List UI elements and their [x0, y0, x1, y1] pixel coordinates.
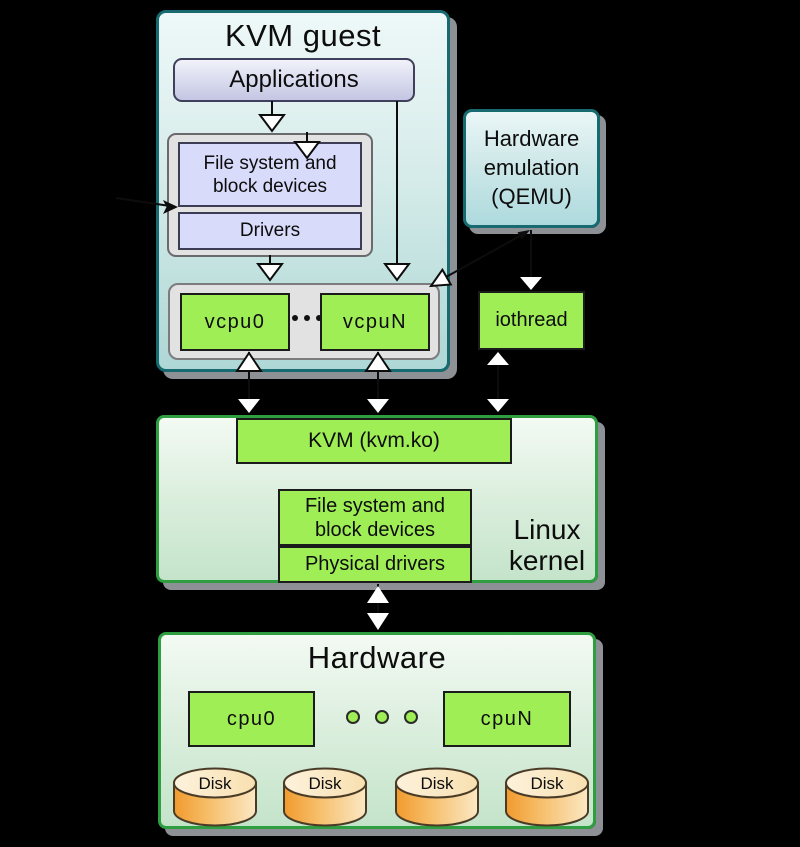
qemu-label-line3: (QEMU): [491, 184, 572, 209]
linux-kernel-title: Linux kernel: [492, 514, 602, 576]
hardware-title: Hardware: [307, 640, 447, 675]
vcpu0-label: vcpu0: [204, 310, 266, 333]
arrow-kernel-hardware: [367, 584, 389, 630]
vcpuN-label: vcpuN: [342, 310, 408, 333]
kvm-module-label: KVM (kvm.ko): [308, 429, 440, 452]
cpu-ellipsis-dots: [346, 710, 418, 724]
applications-box: Applications: [173, 58, 415, 102]
iothread-box: iothread: [478, 291, 585, 350]
kvm-guest-title: KVM guest: [224, 18, 382, 53]
linux-kernel-title-line2: kernel: [508, 545, 586, 576]
applications-label: Applications: [229, 66, 359, 93]
qemu-label-line2: emulation: [483, 155, 580, 180]
disk-label: Disk: [530, 774, 564, 793]
qemu-panel: Hardware emulation (QEMU): [463, 109, 600, 228]
kvm-module-box: KVM (kvm.ko): [236, 418, 512, 464]
guest-fs-block-box: File system and block devices: [178, 142, 362, 207]
vcpu-ellipsis-dots: [292, 314, 322, 322]
kernel-fs-line2: block devices: [314, 518, 436, 541]
disk-cylinder-1: Disk: [173, 767, 257, 827]
disk-cylinder-3: Disk: [395, 767, 479, 827]
disk-cylinder-2: Disk: [283, 767, 367, 827]
vcpuN-box: vcpuN: [320, 293, 430, 351]
cpuN-box: cpuN: [443, 691, 571, 747]
qemu-label-line1: Hardware: [483, 126, 580, 151]
disk-label: Disk: [420, 774, 454, 793]
disk-cylinder-4: Disk: [505, 767, 589, 827]
physical-drivers-box: Physical drivers: [278, 546, 472, 583]
disk-top: [505, 767, 589, 799]
disk-label: Disk: [308, 774, 342, 793]
physical-drivers-label: Physical drivers: [304, 553, 446, 575]
disk-top: [283, 767, 367, 799]
linux-kernel-title-line1: Linux: [513, 514, 581, 545]
disk-top: [395, 767, 479, 799]
disk-top: [173, 767, 257, 799]
guest-fs-line2: block devices: [212, 175, 328, 197]
kernel-fs-block-box: File system and block devices: [278, 489, 472, 546]
iothread-label: iothread: [495, 309, 568, 331]
disk-label: Disk: [198, 774, 232, 793]
arrow-iothread-kernel: [487, 351, 509, 412]
kernel-fs-line1: File system and: [304, 494, 446, 517]
arrow-qemu-to-iothread: [520, 230, 542, 290]
vcpu0-box: vcpu0: [180, 293, 290, 351]
cpu0-label: cpu0: [226, 707, 277, 730]
cpu0-box: cpu0: [188, 691, 315, 747]
cpuN-label: cpuN: [480, 707, 534, 730]
guest-fs-line1: File system and: [203, 152, 337, 174]
guest-drivers-label: Drivers: [239, 220, 301, 241]
guest-drivers-box: Drivers: [178, 212, 362, 250]
